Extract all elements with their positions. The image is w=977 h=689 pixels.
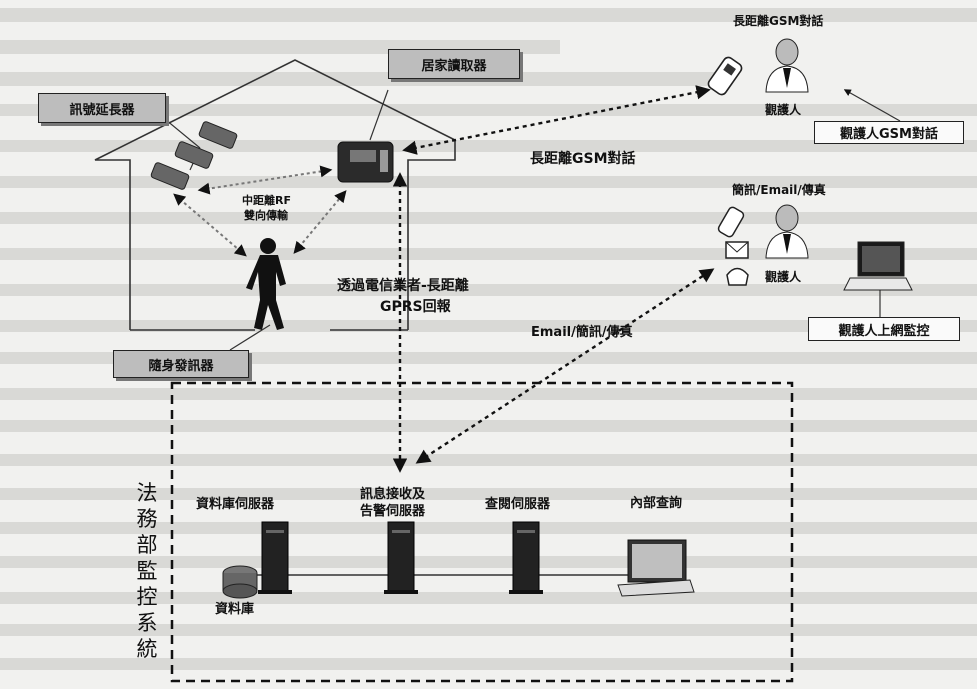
database-icon — [222, 565, 258, 599]
extender-icon — [150, 121, 238, 190]
sms-email-fax-label: 簡訊/Email/傳真 — [732, 183, 826, 197]
internal-query-label: 內部查詢 — [630, 496, 683, 511]
wearable-box: 隨身發訊器 — [113, 350, 249, 378]
signal-extender-box: 訊號延長器 — [38, 93, 166, 123]
person-icon — [765, 204, 809, 259]
fax-icon — [726, 267, 749, 286]
observer-gsm-label: 觀護人GSM對話 — [840, 127, 938, 142]
observer-online-box: 觀護人上網監控 — [808, 317, 960, 341]
long-gsm-mid-label: 長距離GSM對話 — [530, 151, 636, 167]
msg-server-label-2: 告警伺服器 — [360, 504, 426, 519]
system-title-label: 法務部監控系統 — [136, 481, 158, 661]
home-reader-box: 居家讀取器 — [388, 49, 520, 79]
telecom-line2-label: GPRS回報 — [380, 299, 451, 315]
reader-icon — [337, 141, 394, 183]
envelope-icon — [725, 241, 749, 259]
database-label: 資料庫 — [215, 602, 255, 617]
house-outline — [94, 59, 456, 330]
laptop-icon — [843, 241, 913, 291]
observer-online-label: 觀護人上網監控 — [838, 323, 930, 339]
mid-range-rf-label: 中距離RF — [242, 194, 291, 207]
phone-icon — [707, 56, 743, 96]
server-icon — [258, 521, 292, 594]
bidirectional-label: 雙向傳輸 — [244, 209, 288, 222]
query-server-label: 查閱伺服器 — [485, 497, 551, 512]
telecom-line1-label: 透過電信業者-長距離 — [337, 278, 469, 294]
observer1-label: 觀護人 — [765, 103, 802, 117]
server-icon — [509, 521, 543, 594]
phone-icon — [717, 206, 745, 238]
wearable-label: 隨身發訊器 — [148, 358, 214, 374]
db-server-label: 資料庫伺服器 — [196, 497, 275, 512]
server-icon — [384, 521, 418, 594]
observer2-label: 觀護人 — [765, 270, 802, 284]
observer-gsm-box: 觀護人GSM對話 — [814, 121, 964, 144]
monitor-icon — [617, 539, 695, 597]
long-gsm-top-label: 長距離GSM對話 — [733, 14, 824, 28]
email-sms-fax-label: Email/簡訊/傳真 — [531, 325, 633, 340]
home-reader-label: 居家讀取器 — [421, 58, 487, 74]
walking-person-icon — [246, 238, 286, 330]
signal-extender-label: 訊號延長器 — [69, 102, 135, 118]
person-icon — [765, 38, 809, 93]
